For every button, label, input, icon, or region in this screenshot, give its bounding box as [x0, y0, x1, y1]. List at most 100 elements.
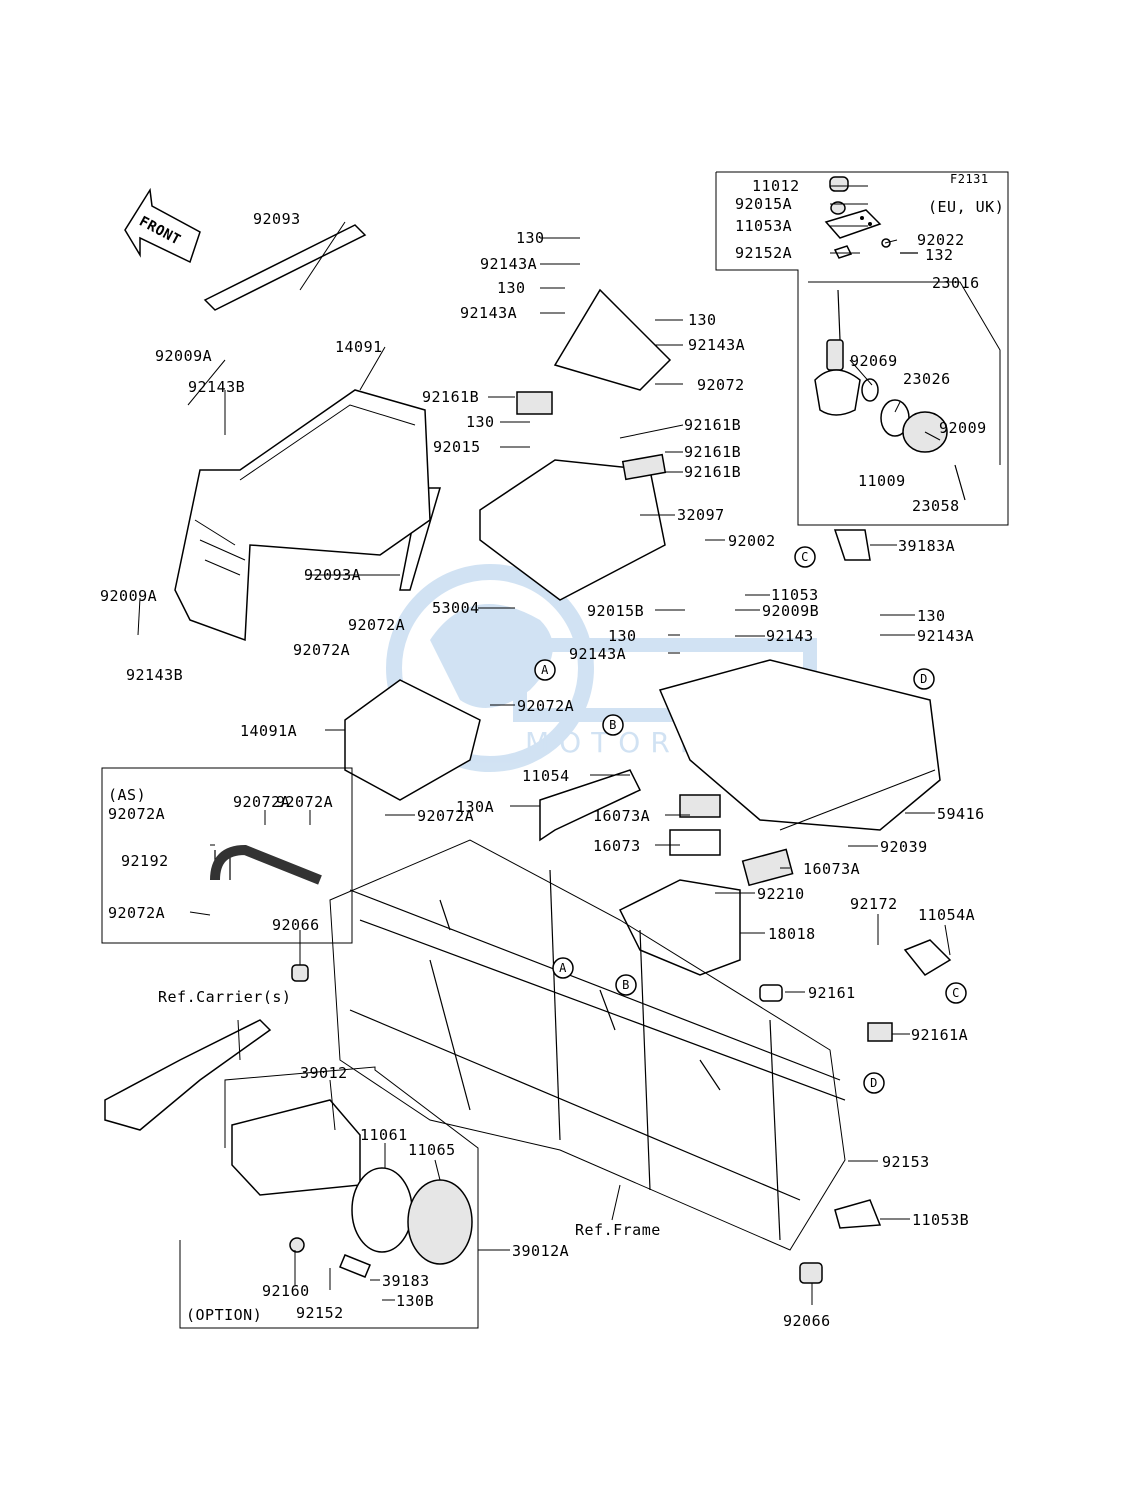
part-label: 92161B — [684, 416, 741, 434]
strip-92093 — [203, 224, 367, 311]
cap-11065 — [407, 1179, 473, 1265]
part-label: 92015 — [433, 438, 481, 456]
part-label: 92072A — [293, 641, 350, 659]
part-label: 92072A — [108, 805, 165, 823]
as-label: (AS) — [108, 786, 146, 804]
part-label: 23058 — [912, 497, 960, 515]
part-label: 130 — [497, 279, 526, 297]
part-label: 92066 — [783, 1312, 831, 1330]
panel-32097 — [479, 459, 666, 601]
grommet-92066 — [291, 964, 309, 982]
bracket-11053b — [834, 1199, 882, 1229]
cover-14091a — [344, 679, 481, 801]
part-label: 92143A — [460, 304, 517, 322]
svg-text:A: A — [559, 961, 567, 975]
part-label: 39012 — [300, 1064, 348, 1082]
bracket-11054a — [903, 939, 952, 976]
ref-marker-c2: C — [945, 982, 967, 1004]
part-label: 92153 — [882, 1153, 930, 1171]
part-label: 92161B — [422, 388, 479, 406]
part-label: 92093A — [304, 566, 361, 584]
part-label: 92192 — [121, 852, 169, 870]
ref-marker-a2: A — [552, 957, 574, 979]
part-label: 16073A — [593, 807, 650, 825]
ref-frame-label: Ref.Frame — [575, 1221, 661, 1239]
part-label: 92009 — [939, 419, 987, 437]
part-label: 32097 — [677, 506, 725, 524]
svg-text:B: B — [622, 978, 630, 992]
svg-text:D: D — [870, 1076, 878, 1090]
switch-assembly — [814, 176, 966, 501]
svg-text:D: D — [920, 672, 928, 686]
part-label: 11009 — [858, 472, 906, 490]
part-label: 23026 — [903, 370, 951, 388]
part-label: 92143A — [917, 627, 974, 645]
part-label: 92072A — [108, 904, 165, 922]
part-label: 92160 — [262, 1282, 310, 1300]
diagram-code: F2131 — [950, 172, 989, 186]
part-label: 92143B — [188, 378, 245, 396]
part-label: 130 — [466, 413, 495, 431]
part-label: 130 — [516, 229, 545, 247]
grommet-92066b — [799, 1262, 823, 1284]
part-label: 92143A — [480, 255, 537, 273]
part-label: 92022 — [917, 231, 965, 249]
part-label: 92143A — [569, 645, 626, 663]
part-label: 92161 — [808, 984, 856, 1002]
part-label: 92143 — [766, 627, 814, 645]
bracket-92072 — [553, 288, 672, 391]
leader-lines — [137, 185, 951, 1305]
part-label: 16073 — [593, 837, 641, 855]
watermark-logo: MOTORPARTS — [386, 564, 817, 772]
front-arrow-icon: FRONT — [124, 187, 201, 264]
part-label: 92093 — [253, 210, 301, 228]
tray-18018 — [618, 879, 741, 976]
part-label: 11065 — [408, 1141, 456, 1159]
ring-11061 — [351, 1167, 413, 1253]
part-label: 92152A — [735, 244, 792, 262]
svg-text:B: B — [609, 718, 617, 732]
part-label: 92072A — [417, 807, 474, 825]
part-label: 11053 — [771, 586, 819, 604]
part-label: 92009A — [100, 587, 157, 605]
part-label: 92002 — [728, 532, 776, 550]
part-label: 92161B — [684, 463, 741, 481]
part-label: 39183A — [898, 537, 955, 555]
part-label: 53004 — [432, 599, 480, 617]
grommet-92161 — [759, 984, 783, 1002]
ref-marker-a: A — [534, 659, 556, 681]
part-label: 23016 — [932, 274, 980, 292]
part-label: 92161B — [684, 443, 741, 461]
as-box — [101, 767, 353, 944]
part-label: 39012A — [512, 1242, 569, 1260]
part-label: 14091 — [335, 338, 383, 356]
main-frame — [329, 839, 846, 1251]
part-label: 130B — [396, 1292, 434, 1310]
ref-marker-d: D — [913, 668, 935, 690]
part-label: 92143B — [126, 666, 183, 684]
part-label: 92069 — [850, 352, 898, 370]
part-labels: 92093 14091 92009A 92143B 92093A 92009A … — [100, 177, 987, 1330]
eu-uk-box — [715, 171, 1009, 526]
svg-text:C: C — [952, 986, 960, 1000]
part-label: 92015B — [587, 602, 644, 620]
part-label: 59416 — [937, 805, 985, 823]
part-label: 92210 — [757, 885, 805, 903]
part-label: 92072A — [276, 793, 333, 811]
part-label: 14091A — [240, 722, 297, 740]
part-label: 11012 — [752, 177, 800, 195]
ref-marker-b: B — [602, 714, 624, 736]
part-label: 92009B — [762, 602, 819, 620]
part-label: 130A — [456, 798, 494, 816]
part-label: 92072A — [517, 697, 574, 715]
region-label: (EU, UK) — [928, 198, 1004, 216]
part-label: 132 — [925, 246, 954, 264]
part-label: 92009A — [155, 347, 212, 365]
part-label: 130 — [917, 607, 946, 625]
option-box — [179, 1066, 479, 1329]
part-label: 11054 — [522, 767, 570, 785]
case-39012 — [231, 1099, 361, 1196]
part-label: 11053B — [912, 1211, 969, 1229]
part-label: 92066 — [272, 916, 320, 934]
